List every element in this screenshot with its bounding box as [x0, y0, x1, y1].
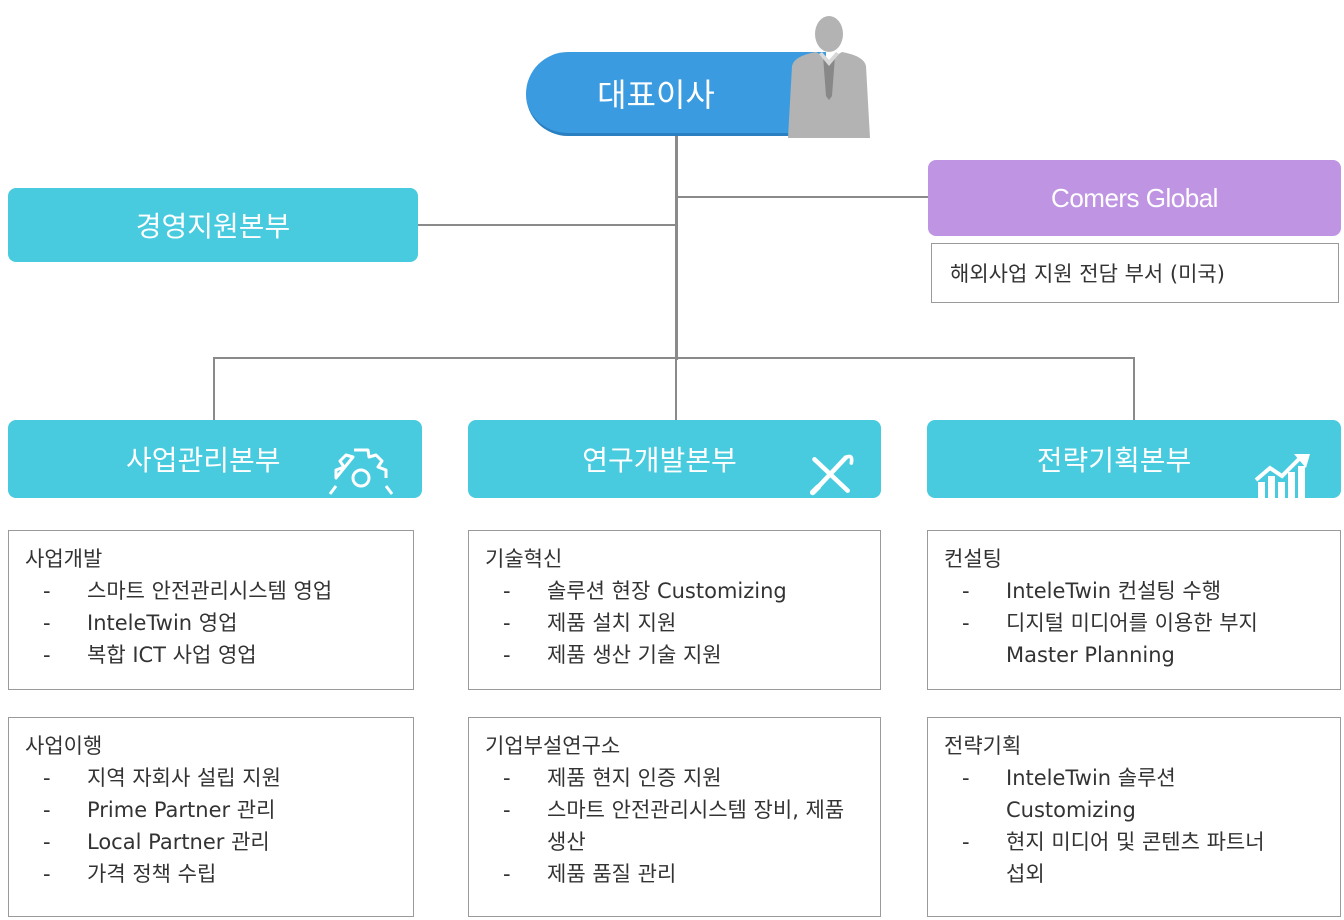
growth-chart-icon [1254, 454, 1310, 498]
group-title: 사업이행 [25, 734, 103, 758]
list-item: -제품 설치 지원 [503, 611, 677, 635]
list-item: -디지털 미디어를 이용한 부지 Master Planning [962, 611, 1258, 667]
connector-divisions-horizontal [213, 357, 1135, 359]
division-2-header: 연구개발본부 [468, 420, 881, 498]
connector-division-1 [213, 357, 215, 420]
list-item: -제품 현지 인증 지원 [503, 766, 722, 790]
tools-icon [809, 454, 854, 496]
ceo-label: 대표이사 [597, 75, 715, 114]
list-item: -스마트 안전관리시스템 장비, 제품 생산 [503, 798, 845, 854]
division-3-label: 전략기획본부 [1036, 444, 1192, 477]
group-title: 기술혁신 [485, 547, 563, 571]
management-support-box: 경영지원본부 [8, 188, 418, 262]
ceo-box: 대표이사 [526, 52, 826, 136]
connector-division-3 [1133, 357, 1135, 420]
connector-management [417, 224, 677, 226]
group-title: 기업부설연구소 [485, 734, 621, 758]
list-item: -스마트 안전관리시스템 영업 [43, 579, 333, 603]
connector-trunk [675, 136, 678, 360]
gear-icon [328, 448, 394, 495]
list-item: -제품 생산 기술 지원 [503, 643, 722, 667]
list-item: -현지 미디어 및 콘텐츠 파트너 섭외 [962, 830, 1265, 886]
division-3-group-1: 컨설팅 -InteleTwin 컨설팅 수행 -디지털 미디어를 이용한 부지 … [927, 530, 1341, 690]
global-label: Comers Global [1051, 182, 1218, 213]
management-support-label: 경영지원본부 [135, 210, 291, 243]
division-2-label: 연구개발본부 [582, 444, 737, 477]
group-title: 전략기획 [944, 734, 1022, 758]
list-item: -InteleTwin 영업 [43, 611, 238, 635]
list-item: -가격 정책 수립 [43, 862, 217, 886]
list-item: -지역 자회사 설립 지원 [43, 766, 281, 790]
division-3-group-2: 전략기획 -InteleTwin 솔루션 Customizing -현지 미디어… [927, 717, 1341, 917]
list-item: -제품 품질 관리 [503, 862, 677, 886]
division-1-group-1: 사업개발 -스마트 안전관리시스템 영업 -InteleTwin 영업 -복합 … [8, 530, 414, 690]
global-description: 해외사업 지원 전담 부서 (미국) [950, 262, 1225, 286]
group-title: 컨설팅 [944, 547, 1002, 571]
division-2-group-1: 기술혁신 -솔루션 현장 Customizing -제품 설치 지원 -제품 생… [468, 530, 881, 690]
person-silhouette-icon [788, 16, 870, 138]
global-box: Comers Global [928, 160, 1341, 236]
list-item: -Prime Partner 관리 [43, 798, 276, 822]
connector-division-2 [675, 357, 677, 420]
division-2-group-2: 기업부설연구소 -제품 현지 인증 지원 -스마트 안전관리시스템 장비, 제품… [468, 717, 881, 917]
list-item: -Local Partner 관리 [43, 830, 270, 854]
group-title: 사업개발 [25, 547, 103, 571]
list-item: -InteleTwin 솔루션 Customizing [962, 766, 1176, 822]
list-item: -복합 ICT 사업 영업 [43, 643, 257, 667]
list-item: -솔루션 현장 Customizing [503, 579, 787, 603]
global-description-box: 해외사업 지원 전담 부서 (미국) [931, 243, 1339, 303]
list-item: -InteleTwin 컨설팅 수행 [962, 579, 1222, 603]
connector-global [677, 196, 929, 198]
division-1-group-2: 사업이행 -지역 자회사 설립 지원 -Prime Partner 관리 -Lo… [8, 717, 414, 917]
division-1-label: 사업관리본부 [126, 444, 281, 477]
